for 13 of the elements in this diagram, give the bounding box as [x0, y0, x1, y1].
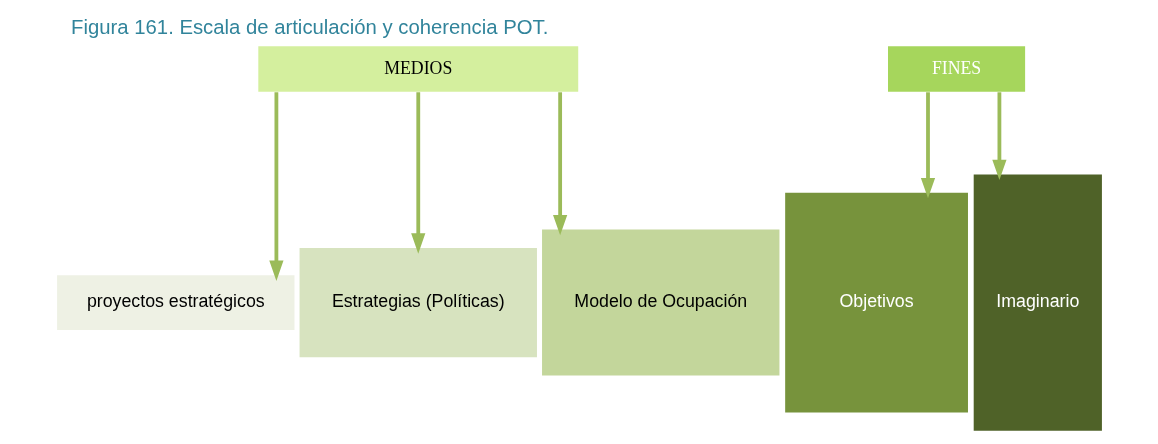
arrow [410, 92, 425, 254]
node-box: Modelo de Ocupación [541, 229, 779, 376]
arrow [552, 92, 567, 236]
arrow [991, 92, 1007, 181]
arrow [920, 92, 935, 199]
node-box: Estrategias (Políticas) [299, 248, 537, 358]
node-box: Objetivos [784, 192, 968, 413]
node-box: proyectos estratégicos [56, 275, 294, 330]
node-box: MEDIOS [257, 46, 578, 92]
node-box: FINES [887, 46, 1025, 92]
node-box: Imaginario [973, 174, 1102, 431]
diagram-title: Figura 161. Escala de articulación y coherencia POT. [70, 16, 548, 39]
arrow [268, 92, 284, 281]
